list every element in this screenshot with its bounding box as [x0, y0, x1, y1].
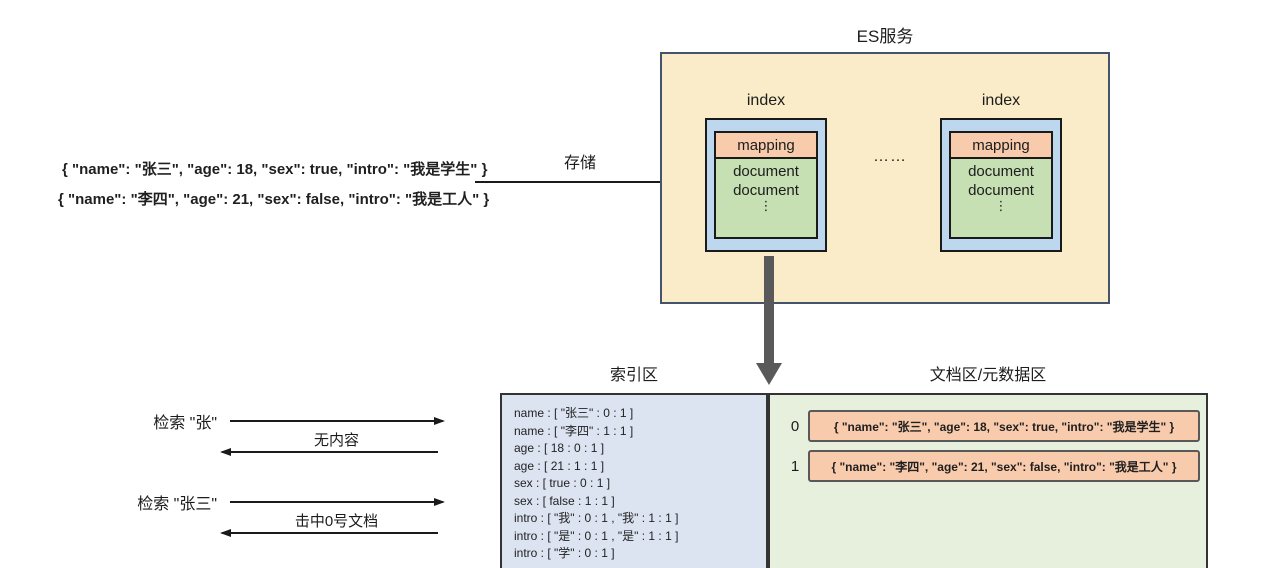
- search-response-2-arrow-icon: [220, 529, 438, 537]
- doc-row-1: 1 { "name": "李四", "age": 21, "sex": fals…: [782, 450, 1200, 482]
- index-2-box: mapping document document ⋮: [940, 118, 1062, 252]
- index-2-mapping: mapping: [951, 133, 1051, 159]
- source-json-doc-1: { "name": "张三", "age": 18, "sex": true, …: [62, 161, 488, 178]
- down-arrow-shaft: [764, 256, 774, 364]
- index-2-document-1: document: [968, 163, 1034, 180]
- index-entry: intro : [ "是" : 0 : 1 , "是" : 1 : 1 ]: [514, 528, 679, 543]
- index-2-label: index: [981, 92, 1021, 109]
- down-arrow-icon: [756, 363, 782, 385]
- store-arrow-label: 存储: [563, 155, 596, 172]
- index-area-box: name : [ "张三" : 0 : 1 ] name : [ "李四" : …: [500, 393, 768, 568]
- es-service-title: ES服务: [856, 27, 914, 46]
- index-1-document-2: document: [733, 182, 799, 199]
- index-entry: intro : [ "学" : 0 : 1 ]: [514, 546, 615, 560]
- doc-row-0-content: { "name": "张三", "age": 18, "sex": true, …: [808, 410, 1200, 442]
- index-2-more-icon: ⋮: [994, 198, 1008, 213]
- index-2-document-2: document: [968, 182, 1034, 199]
- search-response-1-arrow-icon: [220, 448, 438, 456]
- index-2-inner: mapping document document ⋮: [949, 131, 1053, 239]
- index-1-document-1: document: [733, 163, 799, 180]
- search-query-2-arrow-icon: [230, 498, 445, 506]
- doc-row-1-id: 1: [790, 457, 800, 475]
- index-1-documents: document document ⋮: [716, 159, 816, 237]
- index-1-more-icon: ⋮: [759, 198, 773, 213]
- doc-row-1-content: { "name": "李四", "age": 21, "sex": false,…: [808, 450, 1200, 482]
- index-area-title: 索引区: [609, 367, 658, 384]
- index-separator-dots: ……: [873, 148, 907, 165]
- store-arrow-icon: [475, 178, 686, 186]
- index-2-documents: document document ⋮: [951, 159, 1051, 237]
- doc-area-box: 0 { "name": "张三", "age": 18, "sex": true…: [768, 393, 1208, 568]
- index-1-label: index: [746, 92, 786, 109]
- index-1-inner: mapping document document ⋮: [714, 131, 818, 239]
- doc-row-0: 0 { "name": "张三", "age": 18, "sex": true…: [782, 410, 1200, 442]
- index-entry: age : [ 18 : 0 : 1 ]: [514, 441, 605, 455]
- search-response-2: 击中0号文档: [294, 513, 379, 530]
- search-response-1: 无内容: [313, 432, 359, 449]
- index-entry: sex : [ true : 0 : 1 ]: [514, 476, 611, 490]
- doc-area-title: 文档区/元数据区: [929, 367, 1047, 384]
- index-entry: age : [ 21 : 1 : 1 ]: [514, 458, 605, 473]
- search-query-1-arrow-icon: [230, 417, 445, 425]
- source-json-doc-2: { "name": "李四", "age": 21, "sex": false,…: [58, 191, 490, 208]
- index-entry: name : [ "李四" : 1 : 1 ]: [514, 423, 634, 438]
- index-entry: sex : [ false : 1 : 1 ]: [514, 493, 615, 508]
- index-1-box: mapping document document ⋮: [705, 118, 827, 252]
- index-entry: name : [ "张三" : 0 : 1 ]: [514, 406, 634, 420]
- doc-row-0-id: 0: [790, 417, 800, 435]
- index-entry: intro : [ "我" : 0 : 1 , "我" : 1 : 1 ]: [514, 511, 679, 525]
- search-query-2: 检索 "张三": [137, 496, 217, 513]
- index-1-mapping: mapping: [716, 133, 816, 159]
- search-query-1: 检索 "张": [153, 415, 217, 432]
